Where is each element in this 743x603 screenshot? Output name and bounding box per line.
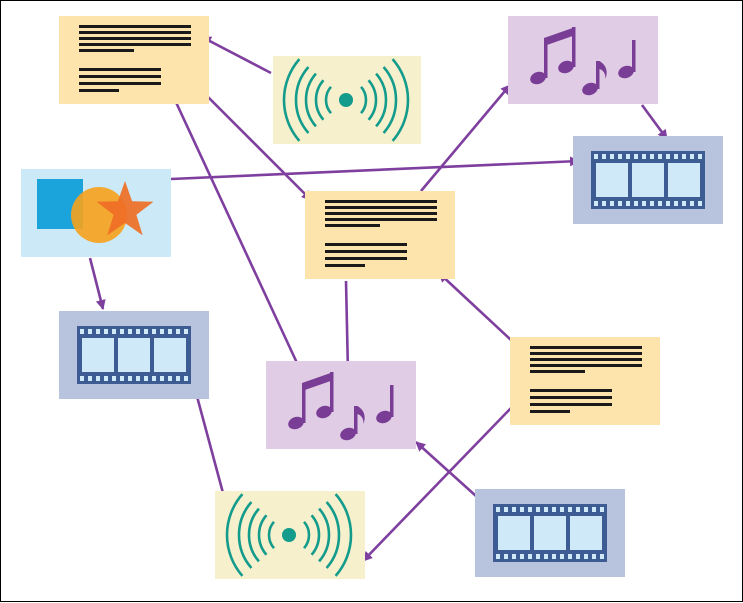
node-video2 (59, 311, 209, 399)
node-signal2 (215, 491, 365, 579)
node-doc3 (510, 337, 660, 425)
edge-arrow-music1-to-video1 (640, 104, 669, 140)
film-strip-icon (77, 326, 191, 384)
shapes-image-icon (37, 179, 154, 243)
broadcast-signal-icon (225, 493, 353, 577)
edges (88, 35, 669, 562)
nodes (21, 16, 723, 579)
text-lines-icon (325, 200, 437, 267)
edge-arrow-doc3-to-doc2 (438, 272, 512, 341)
film-strip-icon (493, 504, 607, 562)
edge-arrow-signal1-to-doc1 (201, 35, 272, 75)
node-doc1 (59, 16, 209, 104)
text-lines-icon (530, 346, 642, 413)
music-notes-icon (530, 27, 636, 96)
node-music1 (508, 16, 658, 104)
broadcast-signal-icon (282, 58, 410, 142)
edge-arrow-doc3-to-signal2 (362, 407, 512, 562)
edge-arrow-image1-to-video1 (170, 156, 580, 181)
node-signal1 (273, 56, 421, 144)
edge-arrow-doc2-to-music2 (342, 280, 353, 374)
edge-arrow-doc2-to-music1 (420, 84, 511, 192)
node-image1 (21, 169, 171, 257)
node-video3 (475, 489, 625, 577)
film-strip-icon (591, 151, 705, 209)
music-notes-icon (288, 372, 394, 441)
node-music2 (266, 361, 416, 449)
edge-arrow-music2-to-doc1 (166, 84, 299, 364)
edge-arrow-video3-to-music2 (415, 441, 477, 497)
text-lines-icon (79, 25, 191, 92)
edge-arrow-signal2-to-video2 (192, 388, 225, 494)
node-doc2 (305, 191, 455, 279)
node-video1 (573, 136, 723, 224)
edge-arrow-doc1-to-doc2 (206, 95, 312, 201)
edge-arrow-image1-to-video2 (88, 257, 106, 310)
